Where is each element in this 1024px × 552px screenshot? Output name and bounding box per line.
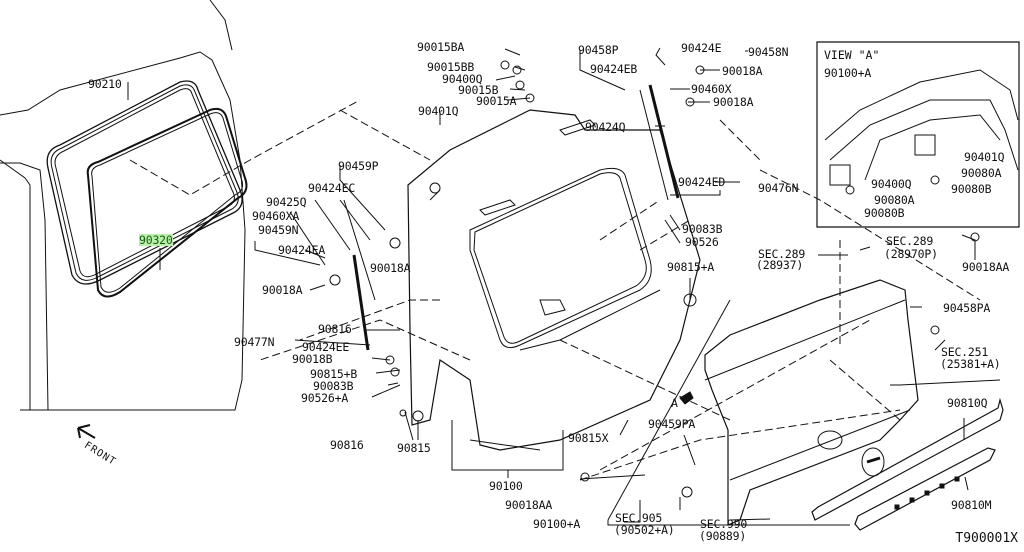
weatherstrip-90320	[88, 109, 247, 297]
part-label-90816[interactable]: 90816	[318, 322, 352, 336]
part-label-90460xa[interactable]: 90460XA	[252, 209, 300, 223]
front-arrow-icon	[78, 425, 95, 438]
part-label-90526[interactable]: 90526	[685, 235, 719, 249]
part-label-90210[interactable]: 90210	[88, 77, 122, 91]
section-ref-28970p: (28970P)	[884, 247, 938, 261]
section-label-sec905[interactable]: SEC.905	[615, 511, 663, 525]
emblem-strip-90810m	[855, 448, 995, 530]
part-label-90477n[interactable]: 90477N	[234, 335, 275, 349]
part-label-90015b[interactable]: 90015B	[458, 83, 499, 97]
vehicle-body-outline	[0, 0, 245, 410]
part-label-90424ea[interactable]: 90424EA	[278, 243, 326, 257]
part-label-90100[interactable]: 90100	[489, 479, 523, 493]
leader-lines	[128, 48, 975, 522]
part-label-90424ed[interactable]: 90424ED	[678, 175, 726, 189]
back-door-panel	[408, 110, 700, 450]
view-part-label-90100-a[interactable]: 90100+A	[824, 66, 872, 80]
section-label-sec990[interactable]: SEC.990	[700, 517, 748, 531]
part-label-90458n[interactable]: 90458N	[748, 45, 789, 59]
part-label-90018b[interactable]: 90018B	[292, 352, 333, 366]
part-label-90424e[interactable]: 90424E	[681, 41, 722, 55]
back-door-finisher	[705, 280, 918, 525]
section-label-sec289-b[interactable]: SEC.289	[886, 234, 934, 248]
part-label-90424ee[interactable]: 90424EE	[302, 340, 350, 354]
part-label-90320-highlighted[interactable]: 90320	[139, 233, 173, 247]
part-label-90018a[interactable]: 90018A	[370, 261, 411, 275]
section-ref-28937: (28937)	[756, 258, 804, 272]
section-label-sec251[interactable]: SEC.251	[941, 345, 989, 359]
part-label-90425q[interactable]: 90425Q	[266, 195, 307, 209]
section-ref-25381-a: (25381+A)	[940, 357, 1001, 371]
part-label-90018aa[interactable]: 90018AA	[962, 260, 1010, 274]
view-a-inset	[817, 42, 1019, 227]
view-part-label-90400q[interactable]: 90400Q	[871, 177, 912, 191]
part-label-90459p[interactable]: 90459P	[338, 159, 379, 173]
view-part-label-90080b[interactable]: 90080B	[864, 206, 905, 220]
finisher-group-box	[608, 300, 1000, 525]
part-label-90100-a[interactable]: 90100+A	[533, 517, 581, 531]
view-a-marker-label: A	[671, 396, 678, 410]
part-label-90424ec[interactable]: 90424EC	[308, 181, 356, 195]
part-label-90458pa[interactable]: 90458PA	[943, 301, 991, 315]
trim-strip-90810q	[812, 400, 1003, 520]
diagram-code: T900001X	[955, 531, 1018, 546]
part-label-90018a[interactable]: 90018A	[262, 283, 303, 297]
part-label-90424eb[interactable]: 90424EB	[590, 62, 638, 76]
part-label-90401q[interactable]: 90401Q	[418, 104, 459, 118]
part-label-90815-a[interactable]: 90815+A	[667, 260, 715, 274]
part-label-90018a[interactable]: 90018A	[713, 95, 754, 109]
section-ref-90889: (90889)	[699, 529, 747, 543]
view-a-title: VIEW "A"	[824, 48, 880, 62]
part-label-90015ba[interactable]: 90015BA	[417, 40, 465, 54]
view-part-label-90080a[interactable]: 90080A	[874, 193, 915, 207]
view-part-label-90080b[interactable]: 90080B	[951, 182, 992, 196]
section-ref-90502-a: (90502+A)	[614, 523, 675, 537]
part-label-90400q[interactable]: 90400Q	[442, 72, 483, 86]
part-label-90015bb[interactable]: 90015BB	[427, 60, 475, 74]
part-label-90810m[interactable]: 90810M	[951, 498, 992, 512]
view-a-marker-icon	[680, 392, 693, 404]
part-label-90458p[interactable]: 90458P	[578, 43, 619, 57]
part-label-90015a[interactable]: 90015A	[476, 94, 517, 108]
part-label-90459pa[interactable]: 90459PA	[648, 417, 696, 431]
part-label-90810q[interactable]: 90810Q	[947, 396, 988, 410]
view-part-label-90401q[interactable]: 90401Q	[964, 150, 1005, 164]
part-label-90424q[interactable]: 90424Q	[585, 120, 626, 134]
section-label-sec289-a[interactable]: SEC.289	[758, 247, 806, 261]
part-label-90459n[interactable]: 90459N	[258, 223, 299, 237]
part-label-90083b[interactable]: 90083B	[682, 222, 723, 236]
view-part-label-90080a[interactable]: 90080A	[961, 166, 1002, 180]
part-label-90083b[interactable]: 90083B	[313, 379, 354, 393]
part-label-90526-a[interactable]: 90526+A	[301, 391, 349, 405]
part-label-90815x[interactable]: 90815X	[568, 431, 609, 445]
gas-struts	[344, 85, 678, 350]
part-label-90815-b[interactable]: 90815+B	[310, 367, 358, 381]
hardware-fasteners	[330, 61, 979, 497]
back-door-glass	[47, 81, 242, 284]
part-label-90018aa[interactable]: 90018AA	[505, 498, 553, 512]
part-label-90815[interactable]: 90815	[397, 441, 431, 455]
dashed-leaders	[130, 100, 980, 480]
part-label-90018a[interactable]: 90018A	[722, 64, 763, 78]
part-label-90816[interactable]: 90816	[330, 438, 364, 452]
part-label-90460x[interactable]: 90460X	[691, 82, 732, 96]
part-label-90476n[interactable]: 90476N	[758, 181, 799, 195]
